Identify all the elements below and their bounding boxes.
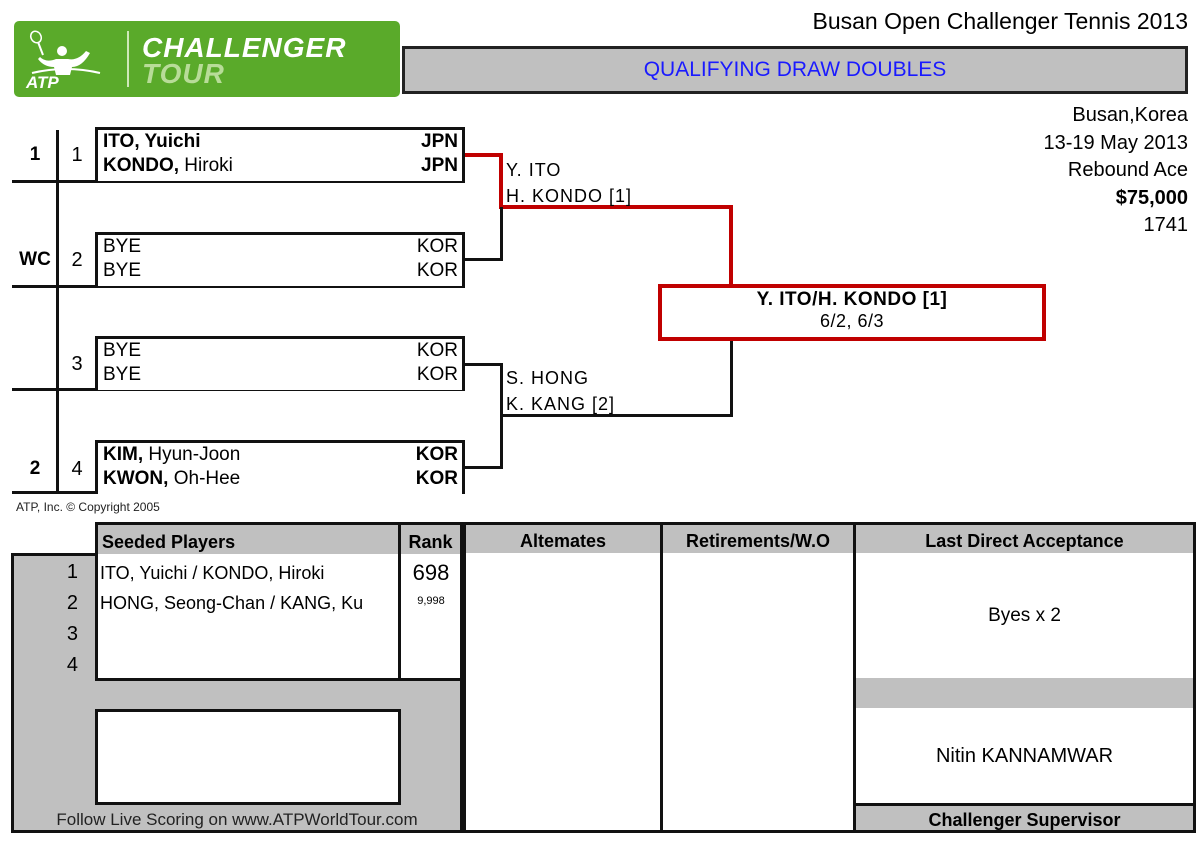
draw-seed-divider — [56, 130, 59, 492]
tournament-code: 1741 — [1143, 214, 1189, 236]
player-nation: JPN — [421, 155, 458, 176]
winner-path-connector — [729, 205, 733, 285]
draw-position: 3 — [71, 353, 83, 375]
player-given-name: Hyun-Joon — [148, 444, 241, 465]
second-round-player: Y. ITO — [506, 160, 562, 180]
atp-player-logo-icon — [29, 30, 101, 75]
draw-position: 4 — [71, 458, 83, 480]
match-score: 6/2, 6/3 — [819, 311, 885, 331]
retirements-list — [660, 553, 856, 833]
player-surname: BYE — [103, 340, 142, 361]
bracket-connector — [730, 341, 733, 417]
player-row: KONDO, Hiroki JPN — [103, 155, 458, 176]
team-entry-2: BYE KOR BYE KOR — [95, 232, 465, 286]
retirements-header: Retirements/W.O — [660, 522, 856, 556]
alternates-header: Altemates — [463, 522, 663, 556]
qualifier-winner: Y. ITO/H. KONDO [1] — [756, 289, 948, 310]
atp-wordmark: ATP — [26, 73, 59, 92]
player-surname: ITO — [103, 131, 135, 152]
player-nation: KOR — [416, 236, 458, 257]
atp-challenger-tour-logo: ATP CHALLENGER TOUR — [14, 21, 400, 97]
logo-challenger-text: CHALLENGER — [142, 32, 347, 63]
player-nation: KOR — [415, 468, 458, 489]
bracket-connector — [465, 258, 503, 261]
rank-list — [398, 554, 463, 681]
player-given-name: Hiroki — [184, 155, 233, 176]
seed-number: 4 — [66, 654, 78, 676]
section-spacer — [853, 678, 1196, 711]
winner-path-connector — [465, 153, 503, 157]
player-nation: KOR — [416, 340, 458, 361]
second-round-team-1: Y. ITO H. KONDO [1] — [506, 157, 632, 209]
seed-rank: 9,998 — [417, 595, 445, 607]
second-round-player: K. KANG [2] — [506, 394, 616, 414]
tournament-prize-money: $75,000 — [1115, 186, 1188, 209]
seeded-team-name: HONG, Seong-Chan / KANG, Ku — [100, 593, 364, 613]
bracket-connector — [465, 363, 503, 366]
player-nation: KOR — [416, 364, 458, 385]
player-surname: KONDO — [103, 155, 174, 176]
logo-divider — [127, 31, 129, 87]
player-row: KWON, Oh-Hee KOR — [103, 468, 458, 489]
player-row: BYE KOR — [103, 235, 458, 259]
seed-rank: 698 — [412, 560, 450, 585]
supervisor-name: Nitin KANNAMWAR — [853, 708, 1196, 806]
player-nation: JPN — [421, 131, 458, 152]
seed-number: 3 — [66, 623, 78, 645]
seed-label: 1 — [29, 144, 41, 165]
last-direct-acceptance-value: Byes x 2 — [853, 553, 1196, 681]
player-surname: BYE — [103, 260, 142, 281]
player-row: BYE KOR — [103, 339, 458, 363]
logo-tour-text: TOUR — [142, 58, 225, 89]
player-nation: KOR — [416, 260, 458, 281]
draw-position: 1 — [71, 144, 83, 166]
seed-label: 2 — [29, 458, 41, 479]
second-round-team-2: S. HONG K. KANG [2] — [506, 365, 615, 417]
player-row: ITO, Yuichi JPN — [103, 131, 458, 152]
supervisor-label: Challenger Supervisor — [853, 803, 1196, 833]
winner-path-connector — [499, 205, 733, 209]
player-surname: KIM — [103, 444, 138, 465]
player-row: BYE KOR — [103, 363, 458, 387]
rank-header: Rank — [398, 522, 463, 556]
player-row: BYE KOR — [103, 259, 458, 283]
seed-number: 2 — [66, 592, 78, 614]
draw-title-banner: QUALIFYING DRAW DOUBLES — [402, 46, 1188, 94]
draw-line-2 — [12, 285, 465, 288]
second-round-player: H. KONDO [1] — [506, 186, 633, 206]
tournament-surface: Rebound Ace — [1067, 159, 1188, 181]
bracket-connector — [500, 207, 503, 261]
event-title: Busan Open Challenger Tennis 2013 — [812, 8, 1188, 34]
player-surname: BYE — [103, 364, 142, 385]
draw-position: 2 — [71, 249, 83, 271]
blank-notes-box — [95, 709, 401, 805]
team-entry-4: KIM, Hyun-Joon KOR KWON, Oh-Hee KOR — [95, 440, 465, 494]
tournament-location: Busan,Korea — [1072, 104, 1188, 126]
player-nation: KOR — [415, 444, 458, 465]
seed-label: WC — [19, 249, 51, 270]
seed-number: 1 — [66, 561, 78, 583]
tournament-dates: 13-19 May 2013 — [1043, 131, 1188, 154]
player-given-name: Oh-Hee — [173, 468, 241, 489]
player-row: KIM, Hyun-Joon KOR — [103, 444, 458, 465]
team-entry-3: BYE KOR BYE KOR — [95, 336, 465, 390]
alternates-list — [463, 553, 663, 833]
seeded-team-name: ITO, Yuichi / KONDO, Hiroki — [100, 563, 325, 583]
draw-line-1 — [12, 180, 465, 183]
seeded-players-header: Seeded Players — [95, 522, 401, 556]
second-round-player: S. HONG — [506, 368, 590, 388]
copyright-notice: ATP, Inc. © Copyright 2005 — [16, 500, 160, 514]
qualifier-result-box: Y. ITO/H. KONDO [1] 6/2, 6/3 — [658, 284, 1046, 341]
player-given-name: Yuichi — [144, 131, 201, 152]
player-surname: BYE — [103, 236, 142, 257]
team-entry-1: ITO, Yuichi JPN KONDO, Hiroki JPN — [95, 127, 465, 181]
bracket-connector — [465, 466, 503, 469]
last-direct-acceptance-header: Last Direct Acceptance — [853, 522, 1196, 556]
live-scoring-link[interactable]: Follow Live Scoring on www.ATPWorldTour.… — [56, 810, 418, 829]
winner-path-connector — [499, 153, 503, 207]
player-surname: KWON — [103, 468, 164, 489]
bracket-connector — [500, 414, 733, 417]
tournament-info: Busan,Korea 13-19 May 2013 Rebound Ace $… — [1043, 102, 1188, 240]
